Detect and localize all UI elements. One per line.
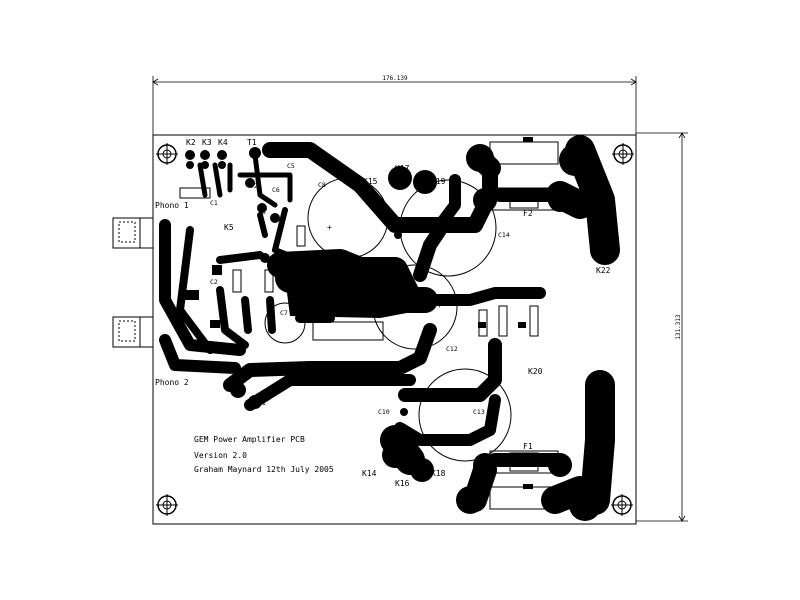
label-k3: K3 [202,138,212,147]
label-k20: K20 [528,367,543,376]
width-dimension-label: 176.139 [382,75,408,82]
label-plus-c12: + [437,301,442,310]
label-c6: C6 [272,186,280,194]
phono-connector-2 [112,316,154,348]
label-c13: C13 [473,408,485,416]
height-dimension [636,132,688,522]
label-phono1: Phono 1 [155,201,189,210]
label-f2: F2 [523,209,533,218]
pads [185,144,619,521]
mounting-hole-tr [612,143,634,165]
label-c14: C14 [498,231,510,239]
label-k21: K21 [593,371,608,380]
c13-outline [418,368,512,462]
mounting-holes [156,143,634,516]
label-plus-c8: + [327,223,332,232]
copper-pours [185,137,533,489]
label-c10: C10 [378,408,390,416]
label-k19: K19 [431,177,446,186]
label-c2: C2 [210,278,218,286]
phono-connector-1 [112,217,154,249]
label-c1: C1 [210,199,218,207]
label-f1: F1 [523,442,533,451]
mounting-hole-tl [156,143,178,165]
mounting-hole-br [611,494,633,516]
label-k18: K18 [431,469,446,478]
c8-outline [307,177,389,259]
label-t2: T2 [250,182,258,190]
label-t1: T1 [247,138,257,147]
label-k5: K5 [224,223,234,232]
label-c7: C7 [280,309,288,317]
silkscreen-labels: Phono 1 Phono 2 K2 K3 K4 T1 C1 C5 C6 T2 … [155,138,611,488]
label-k17: K17 [395,164,410,173]
label-t3: T3 [258,208,266,216]
title-line-2: Version 2.0 [194,451,247,460]
label-k22: K22 [596,266,611,275]
label-k15: K15 [363,177,378,186]
title-line-1: GEM Power Amplifier PCB [194,435,305,444]
label-k14: K14 [362,469,377,478]
label-d1: D1 [258,399,266,407]
label-k16: K16 [395,479,410,488]
label-c12: C12 [446,345,458,353]
height-dimension-label: 131.313 [675,314,682,340]
width-dimension [152,76,637,135]
title-line-3: Graham Maynard 12th July 2005 [194,465,334,474]
mounting-hole-bl [156,494,178,516]
label-k4: K4 [218,138,228,147]
label-phono2: Phono 2 [155,378,189,387]
label-c8: C8 [318,181,326,189]
label-c5: C5 [287,162,295,170]
label-k2: K2 [186,138,196,147]
